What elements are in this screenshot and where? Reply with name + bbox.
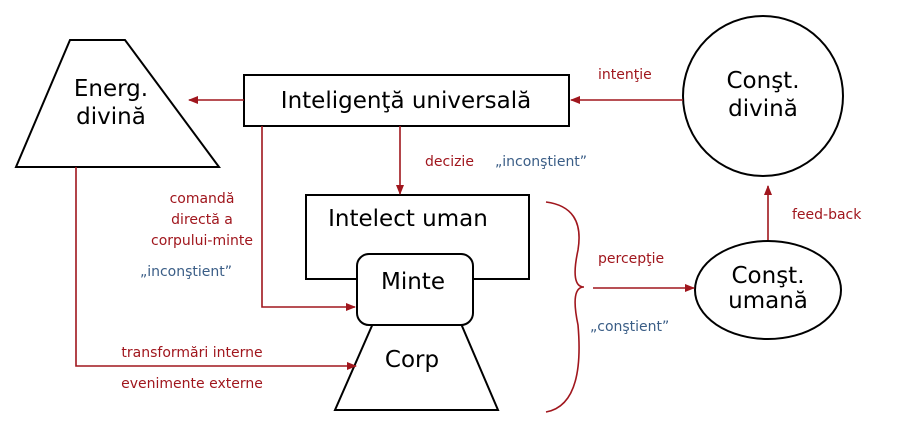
label-feedback: feed-back [792,207,862,223]
inteligenta-universala-label: Inteligenţă universală [281,88,531,114]
arrow-transformari-evenimente [75,167,357,370]
const-divina-label-line1: Conşt. [726,68,799,94]
minte-label: Minte [381,269,445,295]
const-umana-label-line1: Conşt. [731,263,804,289]
label-comanda-line3: corpului-minte [151,233,253,249]
energ-divina-label-line1: Energ. [74,76,148,102]
label-inconstient-comanda: „inconştient” [140,264,232,280]
label-perceptie: percepţie [598,251,664,267]
label-evenimente-externe: evenimente externe [121,376,263,392]
const-umana-label-line2: umană [728,288,808,314]
const-umana-ellipse [694,240,842,340]
label-constient: „conştient” [590,319,669,335]
grouping-brace [545,201,585,413]
label-intentie: intenţie [598,67,652,83]
arrow-comanda-directa [261,126,356,311]
energ-divina-shape [14,39,221,168]
label-comanda-line2: directă a [171,212,233,228]
energ-divina-label-line2: divină [76,104,146,130]
minte-box [356,253,474,326]
label-decizie: decizie [425,154,474,170]
label-comanda-line1: comandă [170,191,235,207]
label-transformari-interne: transformări interne [121,345,262,361]
corp-label: Corp [385,347,439,373]
intelect-uman-label: Intelect uman [328,206,488,232]
label-inconstient-decizie: „inconştient” [495,154,587,170]
const-divina-label-line2: divină [728,96,798,122]
const-divina-circle [682,15,844,177]
